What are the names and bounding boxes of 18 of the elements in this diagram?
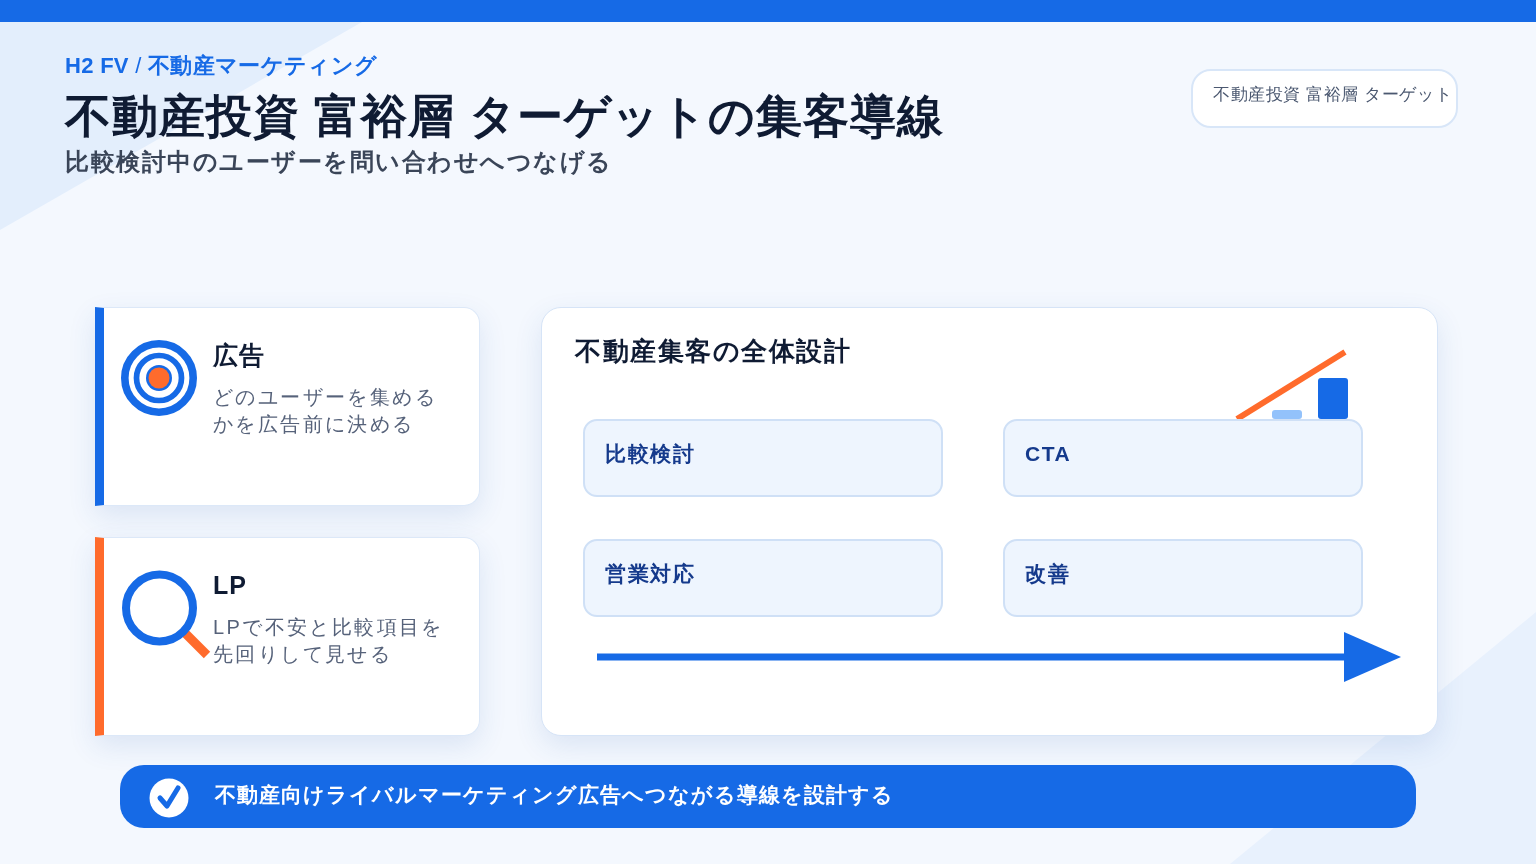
step-box: 改善 — [1003, 539, 1363, 617]
panel-heading: 不動産集客の全体設計 — [575, 335, 851, 367]
tag-chip: 不動産投資 富裕層 ターゲット — [1191, 69, 1458, 128]
page-title: 不動産投資 富裕層 ターゲットの集客導線 — [65, 89, 944, 144]
card-text: どのユーザーを集めるかを広告前に決める — [213, 385, 438, 437]
step-box: CTA — [1003, 419, 1363, 497]
card-heading: 広告 — [213, 340, 265, 370]
info-card — [95, 537, 480, 736]
card-text: LPで不安と比較項目を先回りして見せる — [213, 615, 445, 667]
eyebrow-text: H2 FV / 不動産マーケティング — [65, 52, 378, 80]
subtitle-text: 比較検討中のユーザーを問い合わせへつなげる — [65, 147, 613, 177]
panel-card — [541, 307, 1438, 736]
banner-text: 不動産向けライバルマーケティング広告へつながる導線を設計する — [215, 782, 894, 809]
card-heading: LP — [213, 570, 247, 600]
step-box: 営業対応 — [583, 539, 943, 617]
step-box: 比較検討 — [583, 419, 943, 497]
info-card — [95, 307, 480, 506]
summary-banner — [120, 765, 1416, 828]
